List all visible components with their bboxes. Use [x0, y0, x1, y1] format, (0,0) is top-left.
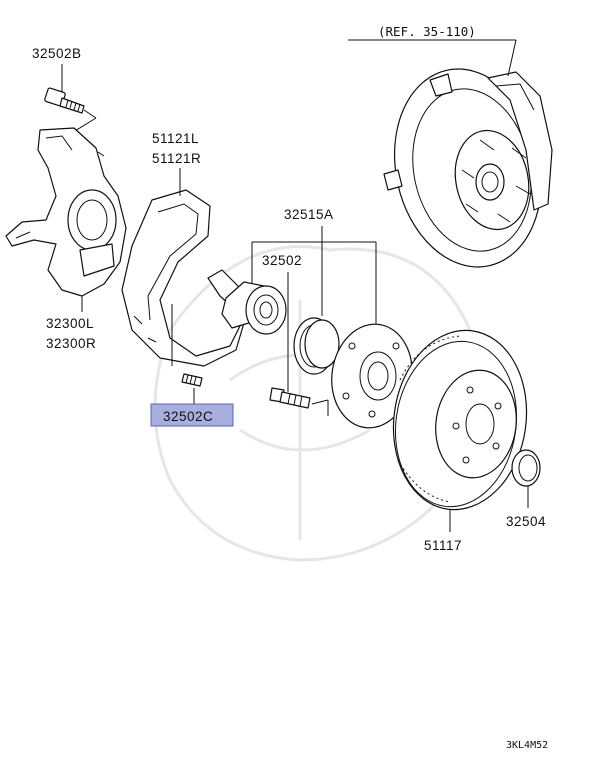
part-label-32504[interactable]: 32504	[506, 514, 546, 529]
seal-ring-part	[293, 317, 340, 375]
bolt-32502b-part	[44, 87, 85, 114]
part-label-51117[interactable]: 51117	[424, 538, 462, 553]
hub-bolt-part	[269, 387, 311, 409]
ref-label-group: (REF. 35-110)	[348, 24, 517, 77]
bearing-kit-bracket	[251, 226, 377, 332]
part-label-32502c-highlight	[150, 403, 234, 427]
hub-cap-part	[511, 449, 541, 487]
part-label-51121l[interactable]: 51121L	[152, 131, 199, 146]
wheel-studs	[461, 139, 531, 223]
part-label-32502c[interactable]: 32502C	[163, 409, 213, 424]
part-label-32300l[interactable]: 32300L	[46, 316, 94, 331]
steering-knuckle-part	[5, 127, 127, 297]
reference-assembly	[383, 68, 553, 268]
diagram-code: 3KL4M52	[506, 740, 548, 751]
part-label-51121r[interactable]: 51121R	[152, 151, 201, 166]
part-label-32300r[interactable]: 32300R	[46, 336, 96, 351]
part-label-32502[interactable]: 32502	[262, 253, 302, 268]
hub-bearing-part	[221, 281, 287, 335]
part-label-32502b[interactable]: 32502B	[32, 46, 82, 61]
dust-shield-part	[121, 189, 247, 367]
brake-rotor-part	[392, 329, 528, 511]
bolt-32502c-part	[181, 373, 203, 387]
ref-label: (REF. 35-110)	[378, 24, 476, 39]
part-label-32515a[interactable]: 32515A	[284, 207, 334, 222]
